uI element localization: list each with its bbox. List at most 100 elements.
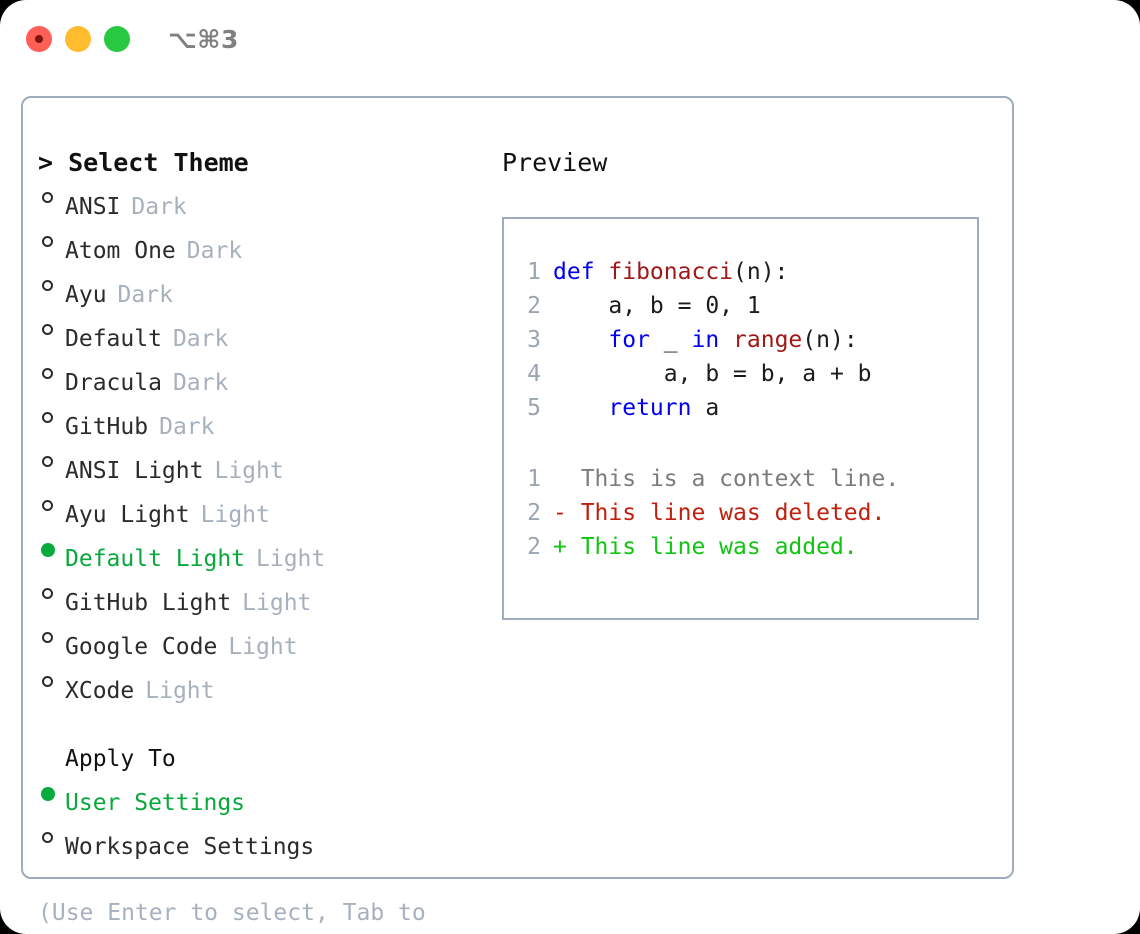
diff-line: 2- This line was deleted. — [517, 496, 971, 530]
select-theme-header: > Select Theme — [38, 148, 249, 177]
code-line-content: for _ in range(n): — [553, 323, 857, 357]
theme-name-label: Atom One — [65, 238, 176, 264]
radio-unselected-icon[interactable] — [38, 356, 65, 390]
title-bar: ⌥⌘3 — [0, 0, 1140, 78]
line-number: 1 — [527, 466, 541, 492]
radio-unselected-icon[interactable] — [38, 444, 65, 478]
radio-dot — [42, 588, 53, 599]
code-preview: 1 def fibonacci(n): 2 a, b = 0, 1 3 for _ i… — [517, 255, 971, 564]
code-line-content: def fibonacci(n): — [553, 255, 788, 289]
theme-list-item[interactable]: GitHub Light Light — [38, 576, 508, 620]
theme-mode-tag: Dark — [159, 414, 215, 440]
keyboard-hint-text: (Use Enter to select, Tab to change focu… — [38, 900, 426, 926]
code-token: for — [608, 327, 650, 353]
theme-name-label: ANSI Light — [65, 458, 204, 484]
radio-dot — [42, 324, 53, 335]
radio-unselected-icon[interactable] — [38, 664, 65, 698]
theme-mode-tag: Light — [228, 634, 298, 660]
line-number: 3 — [527, 327, 541, 353]
radio-unselected-icon[interactable] — [38, 820, 65, 854]
radio-unselected-icon[interactable] — [38, 576, 65, 610]
code-token — [719, 327, 733, 353]
radio-unselected-icon[interactable] — [38, 488, 65, 522]
code-token: def — [553, 259, 609, 285]
code-line: 1 def fibonacci(n): — [517, 255, 971, 289]
maximize-window-button[interactable] — [104, 26, 130, 52]
apply-to-option[interactable]: User Settings — [38, 776, 508, 820]
theme-mode-tag: Light — [200, 502, 270, 528]
theme-mode-tag: Dark — [186, 238, 243, 264]
line-number: 2 — [527, 534, 541, 560]
minimize-window-button[interactable] — [65, 26, 91, 52]
code-diff-spacer — [517, 425, 971, 462]
radio-dot — [42, 280, 53, 291]
diff-line: 2+ This line was added. — [517, 530, 971, 564]
code-token: return — [608, 395, 692, 421]
code-token — [553, 327, 608, 353]
diff-line: 1 This is a context line. — [517, 462, 971, 496]
diff-line-text: This line was deleted. — [580, 500, 886, 526]
radio-unselected-icon[interactable] — [38, 224, 65, 258]
diff-sample: 1 This is a context line.2- This line wa… — [517, 462, 971, 564]
code-token: in — [691, 327, 720, 353]
radio-unselected-icon[interactable] — [38, 400, 65, 434]
line-number: 1 — [527, 259, 541, 285]
code-line: 4 a, b = b, a + b — [517, 357, 971, 391]
code-line-content: a, b = 0, 1 — [553, 289, 760, 323]
code-line-content: a, b = b, a + b — [553, 357, 872, 391]
line-number: 2 — [527, 293, 541, 319]
code-token: (n): — [733, 259, 789, 285]
radio-selected-icon[interactable] — [38, 776, 65, 810]
preview-column: Preview 1 def fibonacci(n): 2 a, b = 0, 1 3… — [502, 146, 1002, 620]
theme-mode-tag: Light — [242, 590, 312, 616]
radio-unselected-icon[interactable] — [38, 312, 65, 346]
theme-list-item[interactable]: Atom One Dark — [38, 224, 508, 268]
theme-list-item[interactable]: Default Dark — [38, 312, 508, 356]
theme-name-label: XCode — [65, 678, 135, 704]
code-line: 5 return a — [517, 391, 971, 425]
theme-name-label: Default — [65, 326, 162, 352]
radio-dot — [42, 456, 53, 467]
apply-to-label: Apply To — [65, 746, 176, 772]
theme-mode-tag: Light — [145, 678, 215, 704]
code-token: a — [691, 395, 720, 421]
diff-line-text: This is a context line. — [580, 466, 900, 492]
window-shortcut-label: ⌥⌘3 — [168, 24, 239, 54]
theme-name-label: GitHub Light — [65, 590, 232, 616]
theme-list-item[interactable]: XCode Light — [38, 664, 508, 708]
diff-marker — [553, 462, 581, 496]
close-window-button[interactable] — [26, 26, 52, 52]
code-token: fibonacci — [608, 259, 734, 285]
theme-name-label: ANSI — [65, 194, 121, 220]
radio-selected-icon[interactable] — [38, 532, 65, 566]
radio-dot — [42, 632, 53, 643]
diff-marker: + — [553, 534, 581, 560]
radio-unselected-icon[interactable] — [38, 180, 65, 214]
diff-marker: - — [553, 500, 581, 526]
radio-unselected-icon[interactable] — [38, 268, 65, 302]
preview-header: Preview — [502, 148, 608, 177]
radio-unselected-icon[interactable] — [38, 620, 65, 654]
theme-mode-tag: Light — [256, 546, 326, 572]
theme-mode-tag: Dark — [172, 326, 229, 352]
radio-dot — [42, 832, 53, 843]
radio-dot — [41, 543, 55, 557]
radio-dot — [42, 368, 53, 379]
apply-to-option[interactable]: Workspace Settings — [38, 820, 508, 864]
radio-dot — [42, 500, 53, 511]
radio-dot — [42, 192, 53, 203]
traffic-lights — [26, 26, 130, 52]
hint-spacer — [38, 864, 508, 896]
